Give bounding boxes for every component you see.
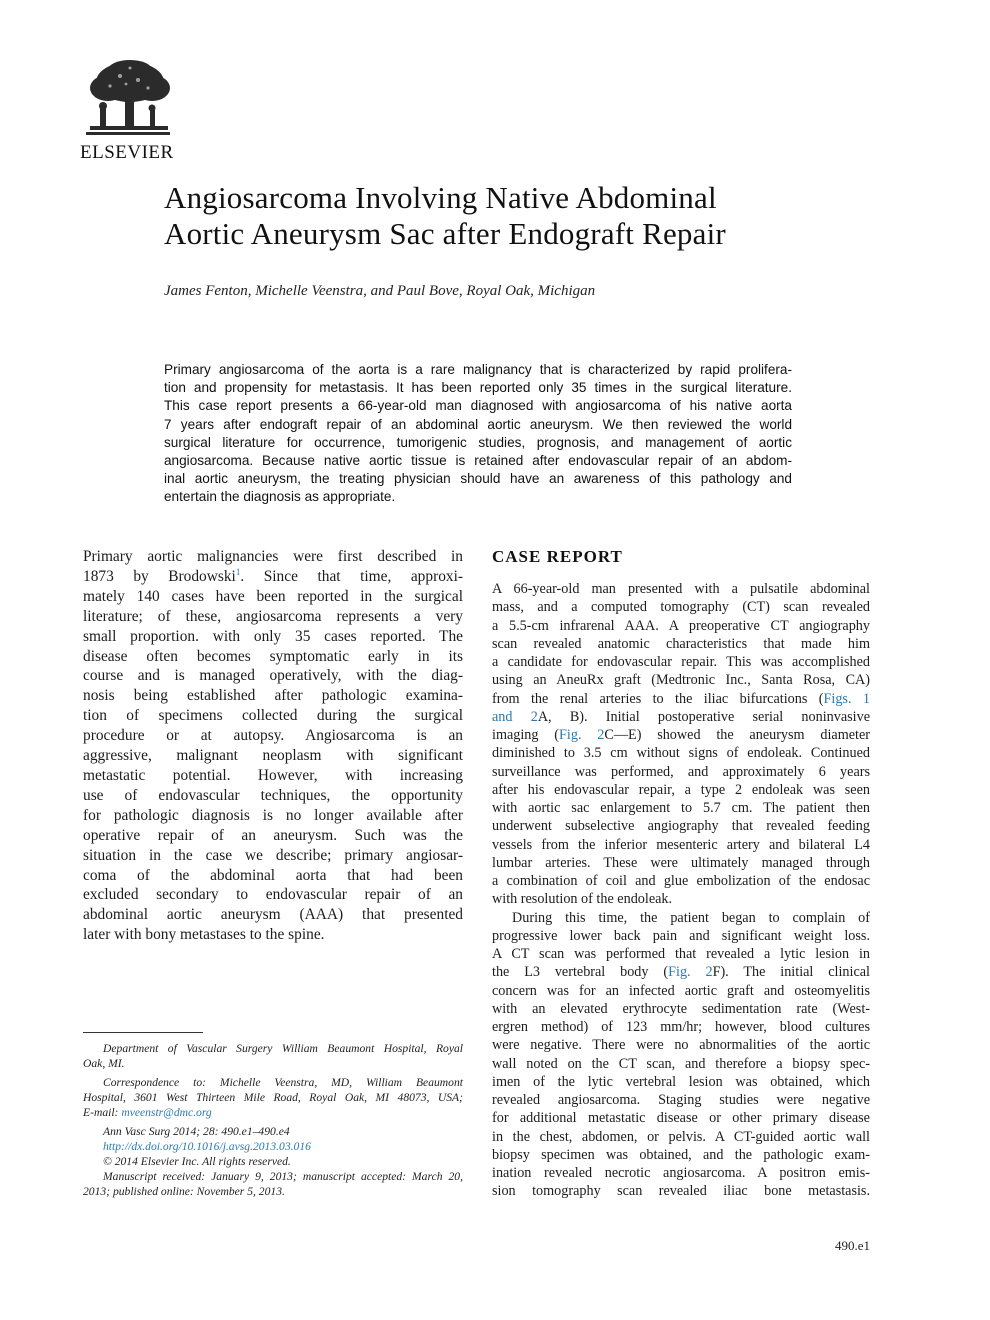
- body-line: diminished to 3.5 cm without signs of en…: [492, 745, 870, 762]
- footnote-line: Hospital, 3601 West Thirteen Mile Road, …: [83, 1091, 463, 1104]
- figure-link[interactable]: Fig. 2: [668, 964, 713, 981]
- body-line: 1873 by Brodowski1. Since that time, app…: [83, 566, 463, 585]
- figure-link[interactable]: and 2: [492, 708, 538, 725]
- journal-citation: Ann Vasc Surg 2014; 28: 490.e1–490.e4: [103, 1125, 290, 1138]
- body-line: disease often becomes symptomatic early …: [83, 647, 463, 665]
- abstract-line: entertain the diagnosis as appropriate.: [164, 489, 396, 505]
- abstract-line: tion and propensity for metastasis. It h…: [164, 380, 792, 396]
- body-line: progressive lower back pain and signific…: [492, 927, 870, 944]
- body-line: a combination of coil and glue embolizat…: [492, 873, 870, 889]
- body-line: tion of specimens collected during the s…: [83, 707, 463, 725]
- abstract-line: Primary angiosarcoma of the aorta is a r…: [164, 362, 792, 377]
- body-line: biopsy specimen was obtained, and the pa…: [492, 1146, 870, 1163]
- copyright-line: © 2014 Elsevier Inc. All rights reserved…: [103, 1155, 291, 1168]
- author-list: James Fenton, Michelle Veenstra, and Pau…: [164, 283, 596, 299]
- body-line: the L3 vertebral body (Fig. 2F). The ini…: [492, 964, 870, 981]
- body-line: abdominal aortic aneurysm (AAA) that pre…: [83, 906, 463, 924]
- reference-link[interactable]: 1: [235, 566, 241, 577]
- introduction-text: Primary aortic malignancies were first d…: [83, 547, 463, 945]
- body-line: underwent subselective angiography that …: [492, 818, 870, 835]
- abstract-line: surgical literature for occurrence, tumo…: [164, 434, 792, 450]
- abstract-line: angiosarcoma. Because native aortic tiss…: [164, 452, 792, 468]
- email-link[interactable]: mveenstr@dmc.org: [121, 1106, 212, 1119]
- body-line: with resolution of the endoleak.: [492, 891, 673, 908]
- body-line: imaging (Fig. 2C—E) showed the aneurysm …: [492, 727, 870, 743]
- body-line: for pathologic diagnosis is no longer av…: [83, 806, 463, 824]
- body-line: imen of the lytic vertebral lesion was o…: [492, 1073, 870, 1090]
- publication-info: Ann Vasc Surg 2014; 28: 490.e1–490.e4 ht…: [83, 1124, 463, 1199]
- figure-link[interactable]: Figs. 1: [823, 690, 871, 707]
- footnote-divider: [83, 1032, 203, 1033]
- body-line: situation in the case we describe; prima…: [83, 846, 463, 864]
- page-number: 490.e1: [834, 1238, 870, 1253]
- dates-line: Manuscript received: January 9, 2013; ma…: [103, 1170, 463, 1183]
- body-line: operative repair of an aneurysm. Such wa…: [83, 826, 463, 844]
- body-line: after his endovascular repair, a type 2 …: [492, 781, 870, 798]
- body-line: use of endovascular techniques, the oppo…: [83, 786, 463, 804]
- body-line: A CT scan was performed that revealed a …: [492, 946, 870, 962]
- body-line: revealed angiosarcoma. Staging studies w…: [492, 1092, 870, 1108]
- body-line: with aortic sac enlargement to 5.7 cm. T…: [492, 800, 870, 816]
- body-line: mass, and a computed tomography (CT) sca…: [492, 599, 870, 616]
- body-line: nosis being established after pathologic…: [83, 687, 463, 705]
- body-line: course and is managed operatively, with …: [83, 667, 463, 685]
- body-line: wall noted on the CT scan, and therefore…: [492, 1055, 870, 1072]
- footnote-line: Department of Vascular Surgery William B…: [103, 1042, 463, 1055]
- body-line: procedure or at autopsy. Angiosarcoma is…: [83, 727, 463, 745]
- correspondence-note: Correspondence to: Michelle Veenstra, MD…: [83, 1075, 463, 1120]
- section-heading-case-report: CASE REPORT: [492, 547, 623, 566]
- footnote-line: Correspondence to: Michelle Veenstra, MD…: [103, 1076, 463, 1089]
- affiliation-note: Department of Vascular Surgery William B…: [83, 1041, 463, 1071]
- article-title: Angiosarcoma Involving Native Abdominal …: [164, 180, 884, 252]
- publisher-logo: ELSEVIER: [80, 58, 180, 164]
- doi-link[interactable]: http://dx.doi.org/10.1016/j.avsg.2013.03…: [103, 1140, 311, 1153]
- footnote-line: Oak, MI.: [83, 1057, 125, 1070]
- body-line: later with bony metastases to the spine.: [83, 926, 325, 944]
- body-line: vessels from the inferior mesenteric art…: [492, 836, 870, 853]
- body-line: surveillance was performed, and approxim…: [492, 763, 870, 780]
- body-line: lumbar arteries. These were ultimately m…: [492, 854, 870, 871]
- body-line: a 5.5-cm infrarenal AAA. A preoperative …: [492, 617, 870, 634]
- abstract-line: This case report presents a 66-year-old …: [164, 398, 792, 414]
- body-line: Primary aortic malignancies were first d…: [83, 548, 463, 565]
- body-line: mately 140 cases have been reported in t…: [83, 587, 463, 605]
- body-line: scan revealed anatomic characteristics t…: [492, 635, 870, 652]
- body-line: were negative. There were no abnormaliti…: [492, 1037, 870, 1054]
- title-line: Aortic Aneurysm Sac after Endograft Repa…: [164, 216, 726, 251]
- elsevier-tree-icon: [80, 58, 176, 140]
- body-line: small proportion. with only 35 cases rep…: [83, 627, 463, 645]
- body-line: in the chest, abdomen, or pelvis. A CT-g…: [492, 1128, 870, 1145]
- body-line: excluded secondary to endovascular repai…: [83, 886, 463, 904]
- body-line: sion tomography scan revealed iliac bone…: [492, 1183, 870, 1200]
- dates-line: 2013; published online: November 5, 2013…: [83, 1185, 285, 1198]
- body-line: aggressive, malignant neoplasm with sign…: [83, 747, 463, 765]
- body-line: a candidate for endovascular repair. Thi…: [492, 654, 870, 670]
- body-line: ergren method) of 123 mm/hr; however, bl…: [492, 1019, 870, 1035]
- body-line: A 66-year-old man presented with a pulsa…: [492, 581, 870, 597]
- body-line: coma of the abdominal aorta that had bee…: [83, 866, 463, 884]
- figure-link[interactable]: Fig. 2: [559, 727, 605, 743]
- body-line: literature; of these, angiosarcoma repre…: [83, 607, 463, 625]
- footnote-line: E-mail: mveenstr@dmc.org: [83, 1106, 212, 1119]
- body-line: ination revealed necrotic angiosarcoma. …: [492, 1165, 870, 1181]
- abstract-line: inal aortic aneurysm, the treating physi…: [164, 471, 792, 487]
- body-line: from the renal arteries to the iliac bif…: [492, 690, 871, 707]
- body-line: metastatic potential. However, with incr…: [83, 766, 463, 784]
- case-report-text: A 66-year-old man presented with a pulsa…: [492, 580, 870, 1201]
- publisher-name: ELSEVIER: [80, 142, 174, 163]
- body-line: with an elevated erythrocyte sedimentati…: [492, 1000, 870, 1017]
- body-line: using an AneuRx graft (Medtronic Inc., S…: [492, 672, 870, 689]
- body-line: and 2A, B). Initial postoperative serial…: [492, 708, 870, 725]
- body-line: concern was for an infected aortic graft…: [492, 982, 870, 999]
- body-line: During this time, the patient began to c…: [512, 909, 870, 926]
- title-line: Angiosarcoma Involving Native Abdominal: [164, 180, 717, 215]
- abstract: Primary angiosarcoma of the aorta is a r…: [164, 361, 792, 507]
- body-line: for additional metastatic disease or oth…: [492, 1110, 870, 1127]
- abstract-line: 7 years after endograft repair of an abd…: [164, 416, 792, 432]
